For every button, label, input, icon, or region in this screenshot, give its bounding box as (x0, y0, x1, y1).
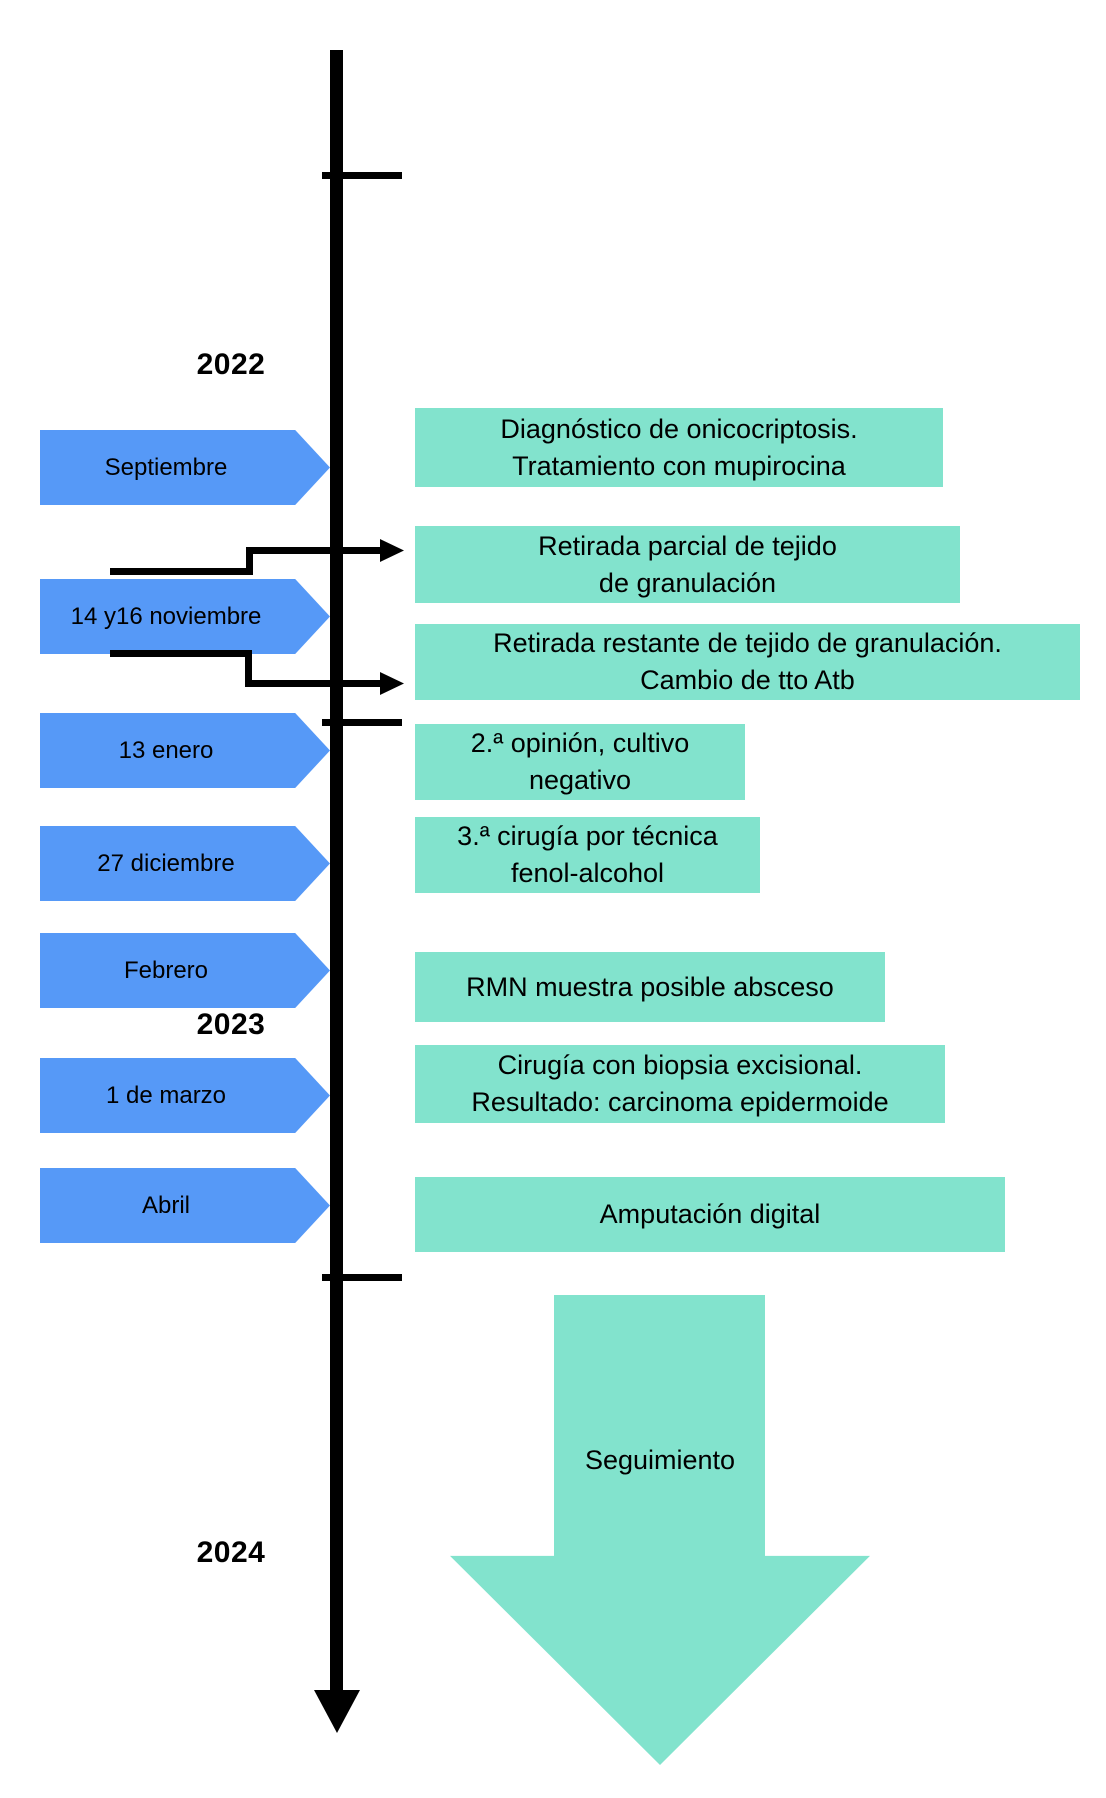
date-label: Abril (141, 1191, 190, 1219)
connector-retirada-parcial (110, 568, 250, 575)
event-box-cirugia-biopsia: Cirugía con biopsia excisional. Resultad… (415, 1045, 945, 1123)
date-label: Febrero (123, 956, 209, 984)
year-label-2023: 2023 (196, 1008, 266, 1041)
timeline-axis (330, 50, 343, 1692)
date-label: 13 enero (118, 736, 214, 764)
date-label: Septiembre (104, 453, 228, 481)
date-arrow-septiembre: Septiembre (40, 430, 330, 505)
event-box-rmn: RMN muestra posible absceso (415, 952, 885, 1022)
connector-retirada-parcial (246, 547, 253, 575)
connector-retirada-restante (110, 650, 252, 657)
year-label-2022: 2022 (196, 348, 266, 381)
timeline-arrowhead-icon (314, 1690, 360, 1733)
event-box-diagnostico: Diagnóstico de onicocriptosis. Tratamien… (415, 408, 943, 487)
timeline-tick (322, 719, 402, 726)
event-box-retirada-parcial: Retirada parcial de tejido de granulació… (415, 526, 960, 603)
date-label: 1 de marzo (105, 1081, 227, 1109)
timeline-tick (322, 172, 402, 179)
event-box-tercera-cirugia: 3.ª cirugía por técnica fenol-alcohol (415, 817, 760, 893)
date-arrow-abril: Abril (40, 1168, 330, 1243)
connector-arrowhead-icon (380, 672, 404, 695)
date-label: 27 diciembre (97, 849, 235, 877)
date-arrow-14-16-noviembre: 14 y16 noviembre (40, 579, 330, 654)
followup-arrow: Seguimiento (450, 1295, 870, 1765)
year-label-2024: 2024 (196, 1536, 266, 1569)
event-box-retirada-restante: Retirada restante de tejido de granulaci… (415, 624, 1080, 700)
followup-label: Seguimiento (584, 1445, 736, 1475)
date-arrow-1-marzo: 1 de marzo (40, 1058, 330, 1133)
connector-arrowhead-icon (380, 539, 404, 562)
date-arrow-13-enero: 13 enero (40, 713, 330, 788)
connector-retirada-parcial (246, 547, 382, 554)
date-arrow-febrero: Febrero (40, 933, 330, 1008)
event-box-amputacion: Amputación digital (415, 1177, 1005, 1252)
date-label: 14 y16 noviembre (70, 602, 262, 630)
connector-retirada-restante (245, 680, 382, 687)
event-box-segunda-opinion: 2.ª opinión, cultivo negativo (415, 724, 745, 800)
date-arrow-27-diciembre: 27 diciembre (40, 826, 330, 901)
connector-retirada-restante (245, 650, 252, 687)
timeline-tick (322, 1274, 402, 1281)
